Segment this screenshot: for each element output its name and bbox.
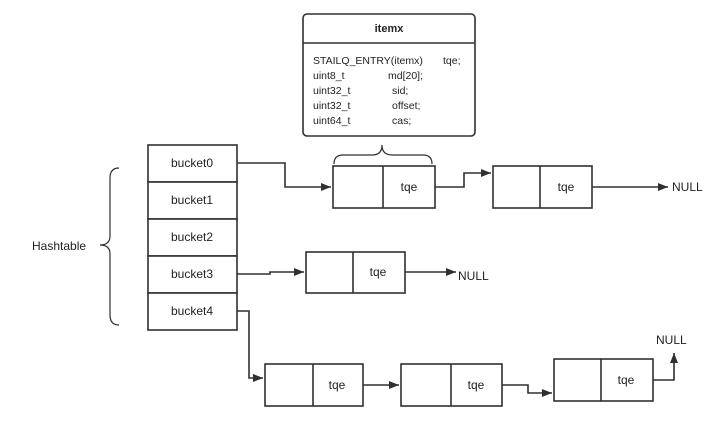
item-field-4-name: cas; [392,115,411,127]
bucket-4-box [147,292,238,331]
bucket-column: bucket0 bucket1 bucket2 bucket3 bucket4 [147,144,238,331]
item-field-0-name: tqe; [443,55,461,67]
item-struct-brace [333,144,433,165]
item-field-2-name: sid; [392,85,408,97]
node-row4-1-field: tqe [329,378,346,392]
bucket-0-label: bucket0 [171,156,213,170]
arrow-bucket0-to-node [237,162,331,191]
arrow-row4-node2-to-node3 [502,384,552,397]
null-label-row0: NULL [672,180,703,194]
node-row0-1-field: tqe [401,180,418,194]
arrow-bucket4-to-node [237,310,263,382]
null-label-row3: NULL [458,269,489,283]
hashtable-brace [99,167,120,326]
item-field-3-name: offset; [392,100,420,112]
node-row3-1-field: tqe [370,265,387,279]
node-row3-1: tqe [305,251,406,294]
hashtable-label: Hashtable [32,239,86,253]
node-row4-3-field: tqe [618,373,635,387]
node-row0-2: tqe [492,165,593,209]
null-label-row4: NULL [656,333,687,347]
node-row4-1: tqe [264,363,364,407]
node-row4-3-box [553,358,654,402]
item-struct: itemx STAILQ_ENTRY(itemx) tqe; uint8_t m… [302,13,476,137]
bucket-3-label: bucket3 [171,267,213,281]
item-field-1-name: md[20]; [388,70,423,82]
arrow-bucket3-to-node [237,268,304,276]
item-field-0-type: STAILQ_ENTRY(itemx) [313,55,423,67]
node-row4-3: tqe [553,358,654,402]
bucket-0-box [147,144,238,183]
node-row0-1: tqe [332,165,436,209]
node-row4-2: tqe [400,363,503,407]
item-field-1-type: uint8_t [313,70,345,82]
arrow-row0-node1-to-node2 [435,169,491,188]
item-field-3-type: uint32_t [313,100,350,112]
node-row3-1-box [305,251,406,294]
item-field-2-type: uint32_t [313,85,350,97]
node-row0-2-field: tqe [558,180,575,194]
arrow-row4-to-null [653,353,678,381]
item-struct-box [302,13,476,137]
node-row0-1-box [332,165,436,209]
item-field-4-type: uint64_t [313,115,350,127]
node-row4-2-field: tqe [468,378,485,392]
bucket-1-box [147,181,238,220]
bucket-2-label: bucket2 [171,230,213,244]
node-row4-1-box [264,363,364,407]
bucket-4-label: bucket4 [171,304,213,318]
item-struct-title: itemx [375,23,405,35]
bucket-1-label: bucket1 [171,193,213,207]
node-row0-2-box [492,165,593,209]
